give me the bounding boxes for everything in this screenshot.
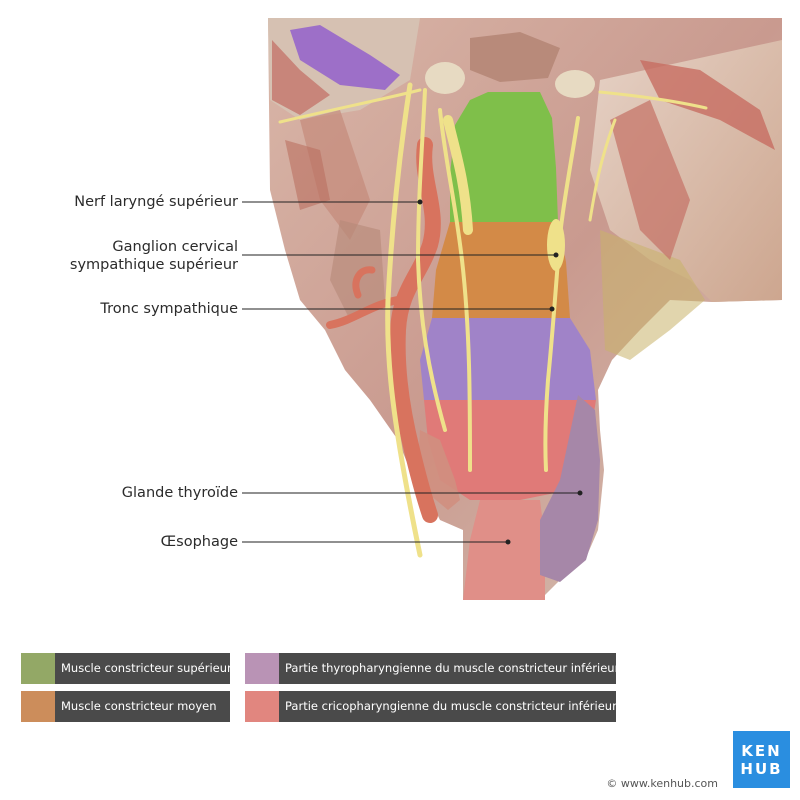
copyright-text: © www.kenhub.com (606, 777, 718, 790)
pharynx-muscles (418, 92, 600, 600)
legend-label: Partie thyropharyngienne du muscle const… (279, 653, 619, 684)
esophagus (463, 500, 545, 600)
legend-item-superior-constrictor: Muscle constricteur supérieur (21, 653, 232, 684)
superior-cervical-ganglion (547, 219, 565, 271)
logo-line1: KEN (741, 741, 782, 760)
legend-swatch (245, 691, 279, 722)
legend-swatch (21, 691, 55, 722)
label-esophagus: Œsophage (160, 534, 238, 550)
label-superior-cervical-ganglion-line1: Ganglion cervical (112, 239, 238, 255)
cricopharyngeal-part (424, 400, 596, 500)
legend-label: Partie cricopharyngienne du muscle const… (279, 691, 617, 722)
label-thyroid-gland: Glande thyroïde (121, 485, 238, 501)
kenhub-logo[interactable]: KEN HUB (733, 731, 790, 788)
legend-item-cricopharyngeal: Partie cricopharyngienne du muscle const… (245, 691, 617, 722)
superior-constrictor-muscle (450, 92, 558, 222)
label-superior-cervical-ganglion-line2: sympathique supérieur (69, 257, 238, 273)
legend-swatch (245, 653, 279, 684)
leader-lines (242, 199, 583, 545)
label-superior-laryngeal-nerve: Nerf laryngé supérieur (74, 194, 238, 210)
label-sympathetic-trunk: Tronc sympathique (100, 301, 238, 317)
label-superior-cervical-ganglion: Ganglion cervical sympathique supérieur (70, 238, 238, 274)
legend-item-thyropharyngeal: Partie thyropharyngienne du muscle const… (245, 653, 619, 684)
legend-label: Muscle constricteur supérieur (55, 653, 232, 684)
thyropharyngeal-part (420, 318, 596, 400)
legend-label: Muscle constricteur moyen (55, 691, 230, 722)
carotid-artery (326, 137, 441, 523)
logo-line2: HUB (740, 759, 783, 778)
legend-item-middle-constrictor: Muscle constricteur moyen (21, 691, 230, 722)
thyroid-gland (540, 395, 600, 582)
legend-swatch (21, 653, 55, 684)
